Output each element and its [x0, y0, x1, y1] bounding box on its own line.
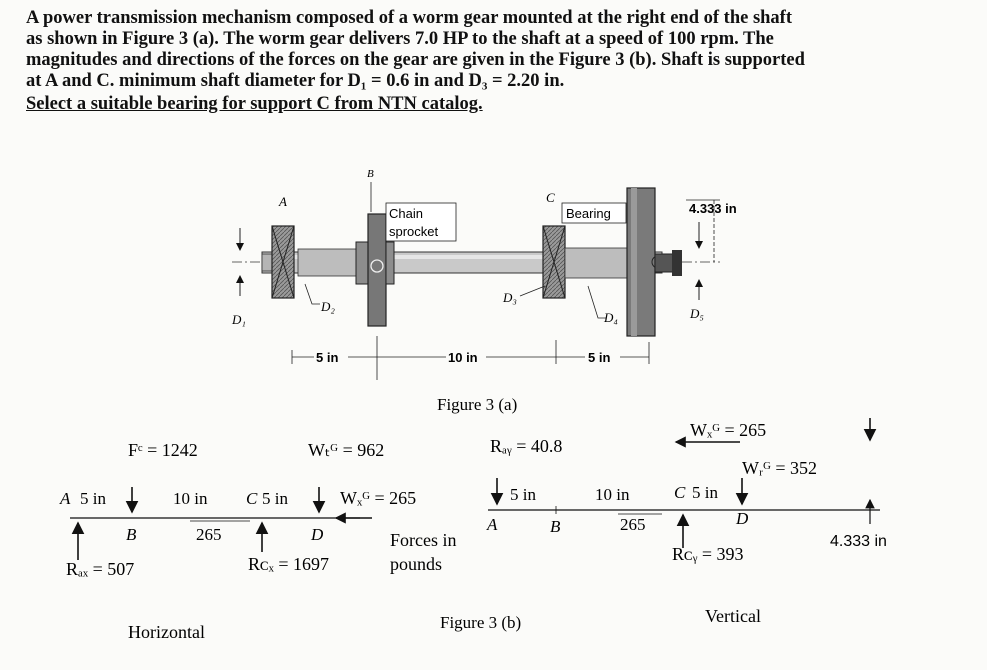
v-span2: 10 in	[595, 485, 630, 504]
shaft-drawing	[232, 187, 720, 337]
v-span1: 5 in	[510, 485, 536, 504]
h-moment-265: 265	[196, 525, 222, 544]
fig-a-label-b: B	[367, 168, 374, 180]
h-wtg: Wₜᴳ = 962	[308, 440, 384, 460]
problem-statement: A power transmission mechanism composed …	[26, 8, 941, 115]
v-span3: 5 in	[692, 483, 718, 502]
v-pt-b: B	[550, 517, 561, 536]
forces-label-2: pounds	[390, 554, 442, 574]
fig-a-dim-10in: 10 in	[448, 350, 478, 365]
h-pt-c: C	[246, 489, 258, 508]
v-wrg: Wᵣᴳ = 352	[742, 458, 817, 478]
v-rcy: Rᴄᵧ = 393	[672, 544, 744, 565]
v-ray: Rₐᵧ = 40.8	[490, 436, 562, 457]
fig-a-d3: D₃	[502, 290, 517, 305]
vertical-fbd	[488, 418, 880, 548]
h-span2: 10 in	[173, 489, 208, 508]
v-title: Vertical	[705, 606, 761, 626]
h-rax: Rₐₓ = 507	[66, 559, 134, 579]
fig-a-dim-5in-left: 5 in	[316, 350, 338, 365]
v-wxg: Wₓᴳ = 265	[690, 420, 766, 440]
fig-a-d2: D₂	[320, 299, 335, 314]
fig-a-label-a: A	[278, 194, 287, 209]
problem-line-4: at A and C. minimum shaft diameter for D…	[26, 71, 565, 91]
h-title: Horizontal	[128, 622, 205, 642]
h-pt-d: D	[310, 525, 324, 544]
horizontal-fbd	[70, 487, 372, 560]
h-span3: 5 in	[262, 489, 288, 508]
forces-label-1: Forces in	[390, 530, 457, 550]
bearing-label: Bearing	[566, 206, 611, 221]
v-pt-a: A	[486, 515, 498, 534]
chain-sprocket-label-2: sprocket	[389, 224, 439, 239]
problem-line-3: magnitudes and directions of the forces …	[26, 50, 805, 70]
problem-line-1: A power transmission mechanism composed …	[26, 8, 793, 28]
problem-line-2: as shown in Figure 3 (a). The worm gear …	[26, 29, 774, 49]
fig-a-d5: D₅	[689, 306, 704, 321]
fig-a-d1: D₁	[231, 312, 246, 327]
h-pt-b: B	[126, 525, 137, 544]
h-pt-a: A	[59, 489, 71, 508]
bearing-a	[271, 225, 295, 299]
bearing-c	[542, 225, 566, 299]
fig-a-d4: D₄	[603, 310, 618, 325]
h-rcx: Rᴄₓ = 1697	[248, 554, 329, 574]
h-wxg: Wₓᴳ = 265	[340, 488, 416, 508]
fig-a-label-c: C	[546, 190, 555, 205]
h-span1: 5 in	[80, 489, 106, 508]
v-pt-d: D	[735, 509, 749, 528]
fig-b-caption: Figure 3 (b)	[440, 613, 521, 632]
h-fc: Fᶜ = 1242	[128, 440, 198, 460]
v-dim-4333: 4.333 in	[830, 533, 887, 550]
chain-sprocket-label-1: Chain	[389, 206, 423, 221]
problem-requirement: Select a suitable bearing for support C …	[26, 94, 483, 114]
fig-a-dim-4333: 4.333 in	[689, 201, 737, 216]
v-moment-265: 265	[620, 515, 646, 534]
fig-a-caption: Figure 3 (a)	[437, 395, 517, 414]
chain-sprocket	[355, 213, 395, 327]
fig-a-dim-5in-right: 5 in	[588, 350, 610, 365]
v-pt-c: C	[674, 483, 686, 502]
